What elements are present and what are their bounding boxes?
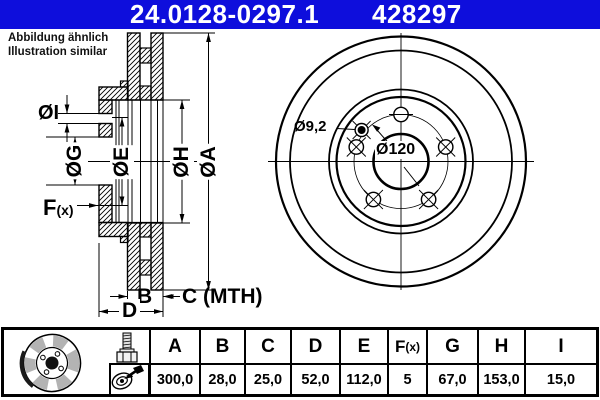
col-value: 52,0 xyxy=(301,371,330,388)
label-dia-g: ØG xyxy=(63,142,87,180)
col-header: E xyxy=(341,330,387,365)
pin-hole xyxy=(352,120,371,140)
hat-step-circle xyxy=(335,95,467,228)
cross-section-view xyxy=(46,32,220,317)
label-bolt-circle-dia: Ø120 xyxy=(375,141,417,159)
col-value: 67,0 xyxy=(438,371,467,388)
hat-flange-top-lip xyxy=(119,80,129,88)
left-pad-bottom xyxy=(126,222,141,291)
table-col-e: E 112,0 xyxy=(341,330,389,394)
col-header: D xyxy=(292,330,339,365)
col-header: F(x) xyxy=(389,330,426,365)
vent-bridge-top xyxy=(139,85,152,101)
mounting-direction-icon xyxy=(109,363,150,396)
hat-wall-mid xyxy=(98,122,113,138)
hat-outer-circle xyxy=(328,88,474,235)
brake-disc-photo-icon xyxy=(19,333,82,393)
hat-flange-top xyxy=(98,86,129,101)
vent-vane-bottom xyxy=(139,259,152,276)
note-line-en: Illustration similar xyxy=(8,45,108,58)
col-header: G xyxy=(428,330,477,365)
bolt-icon xyxy=(116,332,138,363)
friction-inner-circle xyxy=(289,49,513,274)
label-dia-a: ØA xyxy=(196,143,221,180)
table-illustration-cell xyxy=(4,330,151,396)
label-f: F(x) xyxy=(43,195,74,220)
reference-number: 428297 xyxy=(372,0,462,29)
extension-lines xyxy=(46,32,215,317)
projection-lines xyxy=(112,99,164,224)
table-col-i: I 15,0 xyxy=(526,330,596,394)
col-header: B xyxy=(201,330,244,365)
label-dia-h: ØH xyxy=(170,143,194,180)
col-header: I xyxy=(526,330,596,365)
bolt-circle-arrowhead xyxy=(372,124,381,132)
col-header: C xyxy=(246,330,290,365)
vent-vane-top xyxy=(139,47,152,64)
label-c-mth: C (MTH) xyxy=(182,285,263,308)
col-value: 153,0 xyxy=(483,371,520,388)
note-line-de: Abbildung ähnlich xyxy=(8,32,109,44)
bolt-hole-ticks xyxy=(346,114,456,210)
table-col-b: B 28,0 xyxy=(201,330,246,394)
left-pad-top xyxy=(126,32,141,101)
center-bore-circle xyxy=(372,132,430,191)
col-value: 25,0 xyxy=(253,371,283,388)
front-view xyxy=(268,33,534,290)
table-col-g: G 67,0 xyxy=(428,330,479,394)
col-header: A xyxy=(151,330,199,365)
table-col-d: D 52,0 xyxy=(292,330,341,394)
hat-wall-upper xyxy=(98,99,113,115)
hat-flange-bottom xyxy=(98,221,129,238)
title-bar: 24.0128-0297.1 428297 xyxy=(0,0,600,29)
vent-bridge-bottom xyxy=(139,222,152,238)
right-pad-bottom xyxy=(150,222,164,291)
label-f-suffix: (x) xyxy=(56,202,74,218)
table-col-a: A 300,0 xyxy=(151,330,201,394)
label-b: B xyxy=(137,285,153,308)
outer-diameter-circle xyxy=(274,35,528,288)
col-value: 28,0 xyxy=(208,371,237,388)
table-col-h: H 153,0 xyxy=(479,330,526,394)
col-value: 15,0 xyxy=(546,371,576,388)
col-header: H xyxy=(479,330,524,365)
part-number: 24.0128-0297.1 xyxy=(130,0,320,29)
similarity-note: Abbildung ähnlich Illustration similar xyxy=(8,32,108,59)
label-dia-i: ØI xyxy=(38,102,60,124)
table-col-f: F(x) 5 xyxy=(389,330,428,394)
col-value: 300,0 xyxy=(156,371,194,388)
col-value: 112,0 xyxy=(346,371,382,388)
right-pad-top xyxy=(150,32,164,101)
dimension-table: A 300,0 B 28,0 C 25,0 D 52,0 E 112,0 F(x… xyxy=(1,327,599,397)
col-value: 5 xyxy=(403,371,412,388)
hat-wall-lower xyxy=(98,184,113,224)
label-d: D xyxy=(119,299,141,323)
table-col-c: C 25,0 xyxy=(246,330,292,394)
label-dia-e: ØE xyxy=(110,144,134,179)
hat-flange-bottom-lip xyxy=(119,235,129,244)
label-pin-hole-dia: Ø9,2 xyxy=(294,118,327,135)
